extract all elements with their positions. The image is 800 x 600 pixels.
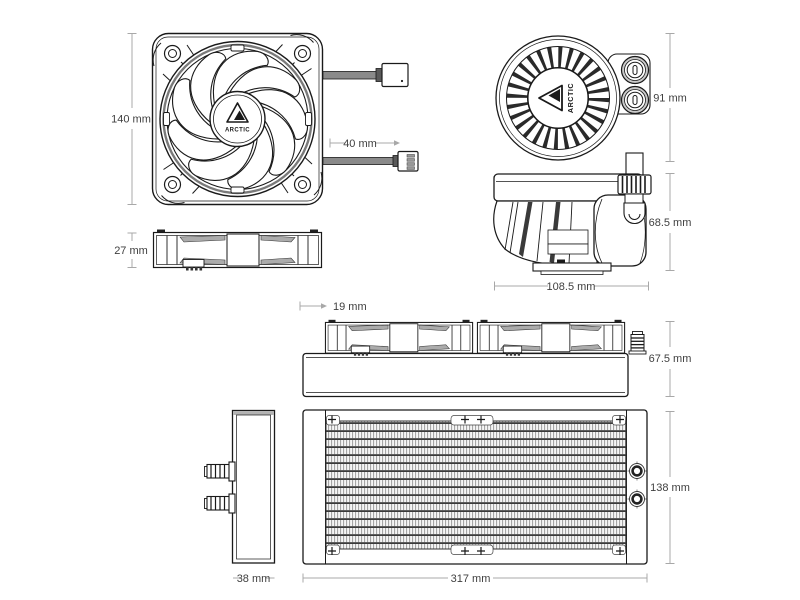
dim-radiator-height bbox=[665, 411, 675, 564]
fan-ring-pad bbox=[230, 44, 245, 52]
dim-pump-top bbox=[665, 33, 675, 162]
pump-base bbox=[532, 259, 612, 275]
dim-label-fan-offset: 19 mm bbox=[333, 301, 367, 313]
radiator-plate-notches bbox=[326, 415, 626, 555]
radiator-face-view bbox=[302, 409, 648, 565]
dim-fan-height bbox=[127, 33, 137, 205]
arctic-logo-icon: ARCTIC bbox=[225, 102, 250, 134]
fan-side-view bbox=[152, 228, 323, 272]
fan-cable-sleeve bbox=[322, 62, 409, 88]
dim-cable-length bbox=[329, 138, 400, 148]
radiator-assembly-side-view bbox=[302, 319, 647, 398]
radiator-fan-2 bbox=[476, 319, 626, 357]
dim-label-assembly-height: 67.5 mm bbox=[649, 353, 692, 365]
radiator-port bbox=[627, 461, 647, 481]
arctic-logo-text: ARCTIC bbox=[566, 83, 575, 113]
arctic-logo-icon: ARCTIC bbox=[538, 83, 575, 113]
pump-hose-fitting bbox=[620, 85, 650, 115]
dim-label-fan-thickness: 27 mm bbox=[114, 245, 148, 257]
fan-ring-pad bbox=[163, 112, 170, 126]
pump-hose-stub bbox=[625, 152, 644, 176]
pump-hose-fitting bbox=[620, 55, 650, 85]
dim-label-radiator-length: 317 mm bbox=[451, 573, 491, 585]
radiator-body-side bbox=[302, 352, 629, 398]
dim-label-cable-length: 40 mm bbox=[343, 138, 377, 150]
dim-label-pump-top: 91 mm bbox=[653, 93, 687, 105]
pump-side-view bbox=[493, 152, 652, 275]
fan-hub: ARCTIC bbox=[209, 90, 266, 148]
fan-front-view: ARCTIC bbox=[151, 32, 419, 206]
fan-sleeve-connector bbox=[381, 62, 409, 88]
fan-cable-pwm bbox=[322, 150, 419, 172]
dim-radiator-length bbox=[302, 573, 648, 583]
dim-fan-thickness bbox=[127, 232, 137, 268]
radiator-screw-crosses bbox=[328, 415, 624, 555]
fan-ring-pad bbox=[230, 186, 245, 194]
pump-top-view: ARCTIC bbox=[495, 35, 651, 161]
dim-assembly-height bbox=[665, 321, 675, 397]
dim-pump-width bbox=[494, 281, 649, 291]
arctic-logo-text: ARCTIC bbox=[225, 128, 250, 134]
end-view-barb bbox=[204, 493, 236, 514]
dim-fan-offset bbox=[299, 301, 327, 311]
radiator-barb-fitting bbox=[628, 331, 647, 355]
dim-label-pump-width: 108.5 mm bbox=[547, 281, 596, 293]
dim-label-pump-height: 68.5 mm bbox=[649, 217, 692, 229]
dim-label-fan-height: 140 mm bbox=[111, 114, 151, 126]
pump-vrm-fan-section bbox=[493, 200, 598, 266]
fan-corner-screws bbox=[163, 44, 312, 194]
radiator-core-fins bbox=[325, 420, 627, 550]
fan-ring-pad bbox=[305, 112, 312, 126]
dim-label-end-width: 38 mm bbox=[237, 573, 271, 585]
pump-fitting-side bbox=[617, 174, 652, 224]
radiator-port bbox=[627, 489, 647, 509]
dim-label-radiator-height: 138 mm bbox=[650, 482, 690, 494]
dim-pump-height bbox=[665, 173, 675, 271]
end-view-barb bbox=[204, 461, 236, 482]
radiator-end-view bbox=[204, 409, 276, 564]
radiator-fan-1 bbox=[324, 319, 474, 357]
